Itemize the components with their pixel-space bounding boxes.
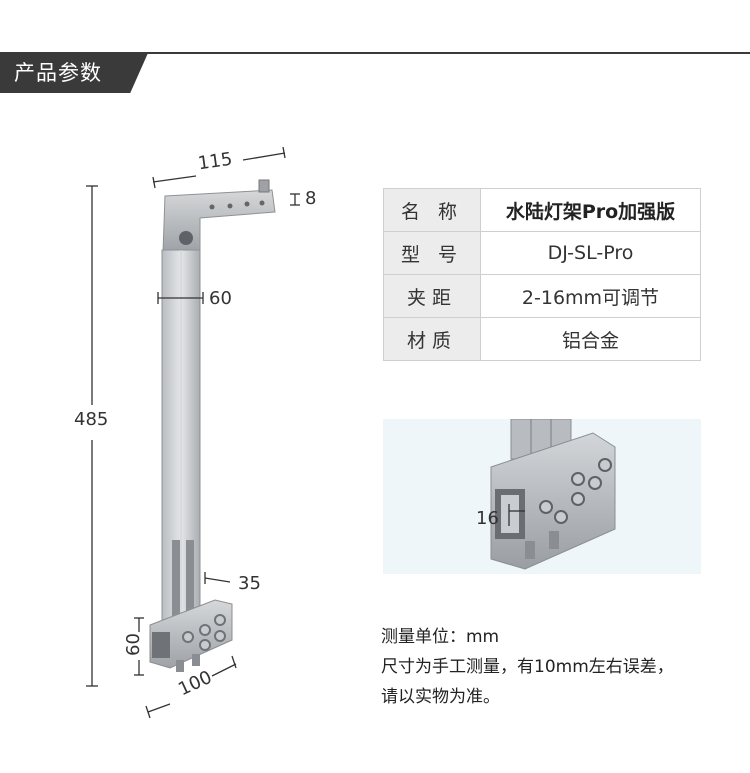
spec-key: 型 号	[383, 231, 481, 275]
dim-arm-width: 60	[209, 288, 232, 309]
dim-clamp-height: 60	[122, 633, 144, 656]
measurement-notes: 测量单位：mm 尺寸为手工测量，有10mm左右误差， 请以实物为准。	[381, 622, 674, 712]
section-title: 产品参数	[0, 53, 148, 93]
spec-value: 2-16mm可调节	[480, 274, 701, 318]
top-screw	[258, 179, 270, 193]
clamp-detail-photo: 16	[383, 419, 701, 574]
clamp-detail-drawing	[490, 419, 616, 570]
dim-total-height: 485	[74, 409, 109, 430]
dim-slot-width: 35	[238, 573, 261, 594]
spec-key: 名 称	[383, 188, 481, 232]
dim-clamp-gap: 16	[476, 508, 499, 529]
spec-key: 夹距	[383, 274, 481, 318]
spec-row: 名 称 水陆灯架Pro加强版	[383, 188, 701, 232]
note-line: 尺寸为手工测量，有10mm左右误差，	[381, 657, 674, 677]
arm-hole	[179, 231, 193, 245]
spec-row: 材质 铝合金	[383, 317, 701, 361]
spec-row: 夹距 2-16mm可调节	[383, 274, 701, 318]
spec-table: 名 称 水陆灯架Pro加强版 型 号 DJ-SL-Pro 夹距 2-16mm可调…	[383, 188, 701, 361]
note-line: 测量单位：mm	[381, 627, 500, 647]
spec-key: 材质	[383, 317, 481, 361]
spec-value: DJ-SL-Pro	[480, 231, 701, 275]
spec-value: 水陆灯架Pro加强版	[480, 188, 701, 232]
note-line: 请以实物为准。	[381, 687, 500, 707]
pole-slot	[172, 540, 180, 620]
spec-row: 型 号 DJ-SL-Pro	[383, 231, 701, 275]
header-divider	[0, 52, 750, 54]
spec-value: 铝合金	[480, 317, 701, 361]
dim-top-thickness: 8	[305, 188, 317, 209]
top-arm	[162, 189, 276, 253]
